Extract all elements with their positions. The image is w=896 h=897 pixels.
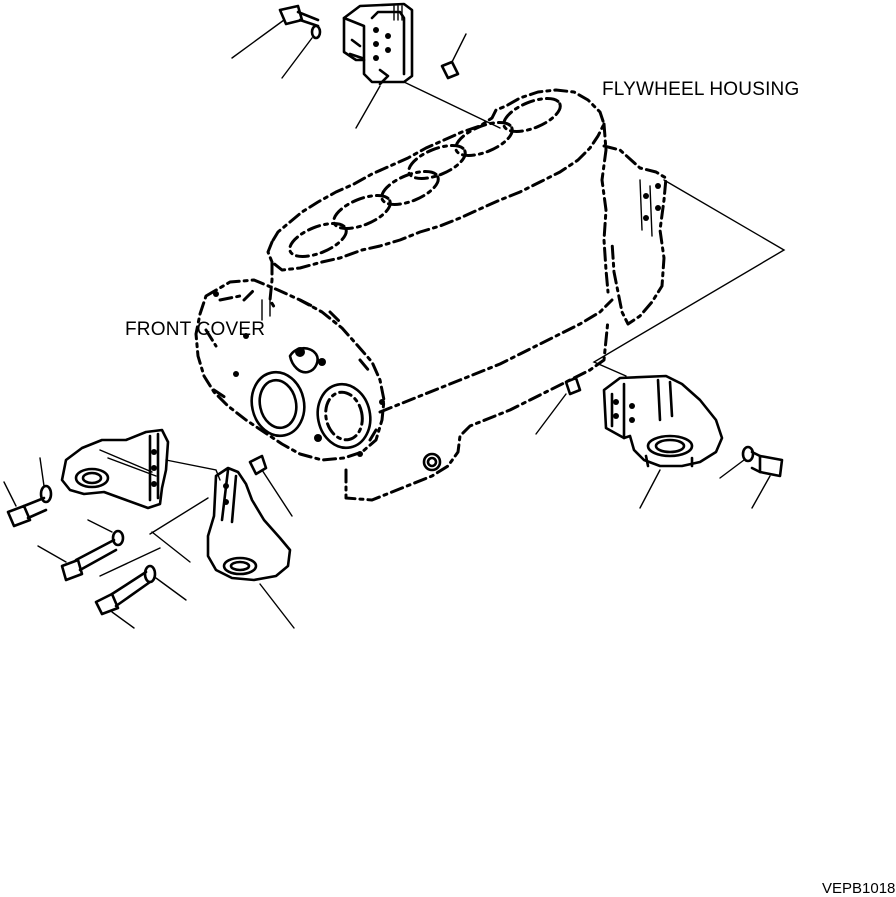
cover-opening [316,382,372,450]
bolt-right [750,450,784,509]
leader-line [592,179,786,377]
front-mount-bracket-center [206,466,295,629]
cylinder-bore [454,121,514,157]
flywheel-housing-label: FLYWHEEL HOUSING [602,79,800,100]
drain-plug [422,452,442,472]
washer-front-3 [143,564,187,601]
engine-block [194,88,668,502]
front-mount-bracket-left [60,428,170,510]
bolt-front-1 [3,481,48,528]
leader-line [165,459,221,481]
leader-line [151,531,191,563]
drawing-code: VEPB1018 [822,880,896,897]
dowel-pin-right [535,376,582,435]
crankshaft-opening [250,370,306,438]
washer-front-2 [87,519,125,547]
bolt-front-2 [37,538,118,582]
cylinder-bore [288,222,348,258]
rear-mount-bracket-lower [602,374,724,509]
front-cover-label: FRONT COVER [125,319,266,340]
cylinder-bore [502,97,562,133]
washer-right [719,445,755,479]
leader-line [99,547,161,577]
washer-upper-rear [281,24,322,79]
bolt-front-3 [94,570,152,629]
bolt-upper-rear [231,4,320,59]
cylinder-bore [380,170,440,206]
rear-mount-bracket-upper [342,2,501,129]
dowel-pin-front [248,454,293,517]
leader-line [149,497,209,535]
washer-front-1 [39,457,53,504]
dowel-pin-upper [440,33,467,80]
cylinder-bore [332,194,392,230]
